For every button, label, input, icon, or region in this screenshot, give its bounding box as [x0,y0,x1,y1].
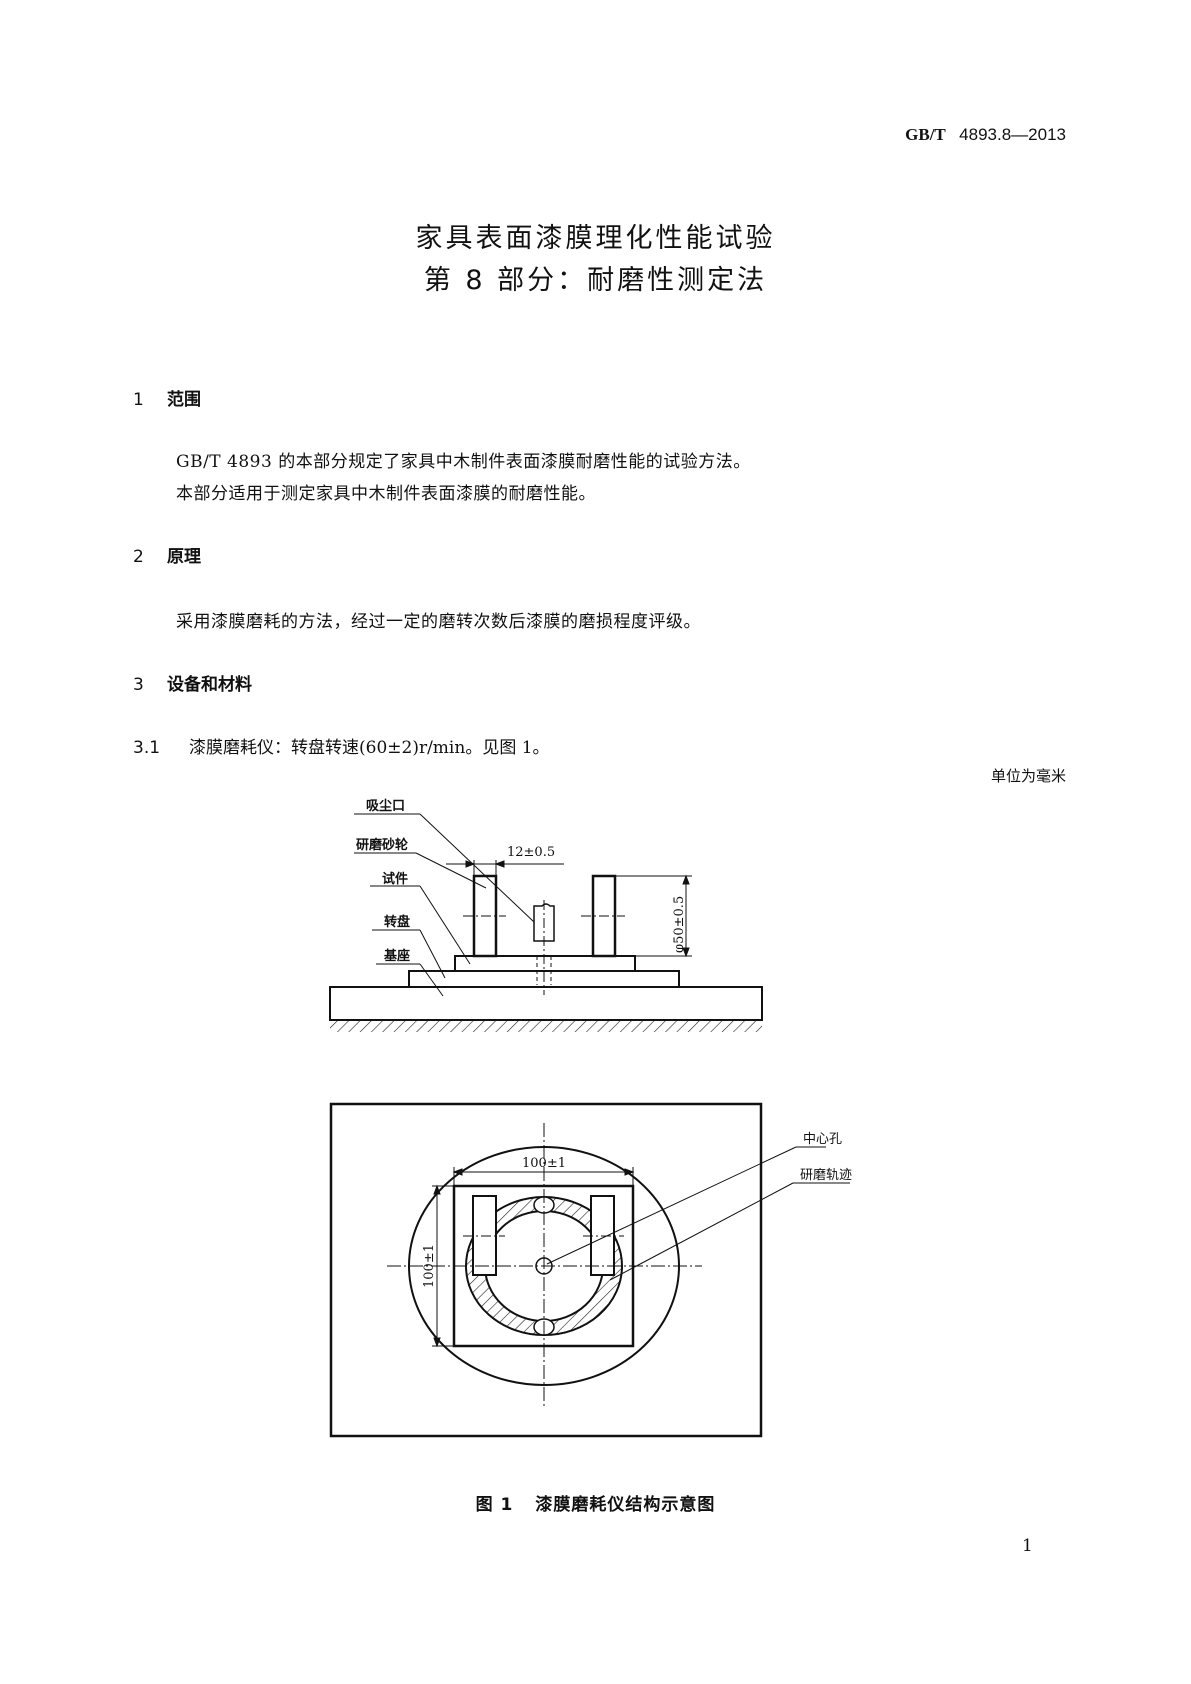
section-number: 2 [133,547,144,567]
label-suction-port: 吸尘口 [366,798,405,814]
label-center-hole: 中心孔 [803,1132,842,1147]
top-view [329,1102,850,1438]
section-heading-2: 2 原理 [133,542,201,567]
side-view [329,813,763,1032]
ground-hatch-icon [330,1020,762,1032]
document-title-line2: 第 8 部分：耐磨性测定法 [423,265,768,296]
dim-height: 100±1 [422,1244,437,1288]
section-title: 设备和材料 [167,675,252,695]
section-heading-1: 1 范围 [133,385,201,410]
figure-number: 图 1 [475,1495,514,1515]
section-number: 3 [133,675,144,695]
paragraph: 采用漆膜磨耗的方法，经过一定的磨转次数后漆膜的磨损程度评级。 [176,612,701,632]
clause-text: 漆膜磨耗仪：转盘转速(60±2)r/min。见图 1。 [189,738,550,758]
label-base: 基座 [383,948,410,964]
side-view-labels: 吸尘口 研磨砂轮 试件 转盘 基座 12±0.5 φ50±0.5 [356,798,687,964]
label-specimen: 试件 [382,871,408,887]
dim-width: 100±1 [522,1156,566,1171]
clause-3-1: 3.1 漆膜磨耗仪：转盘转速(60±2)r/min。见图 1。 [133,733,550,758]
top-view-labels: 100±1 100±1 中心孔 研磨轨迹 [422,1132,852,1288]
unit-note: 单位为毫米 [990,767,1066,785]
figure-caption-text: 漆膜磨耗仪结构示意图 [535,1495,716,1515]
section-title: 范围 [167,390,201,410]
section-title: 原理 [167,547,201,567]
dim-wheel-width: 12±0.5 [507,845,555,860]
label-turntable: 转盘 [384,914,410,930]
section-number: 1 [133,390,144,410]
paragraph: GB/T 4893 的本部分规定了家具中木制件表面漆膜耐磨性能的试验方法。 [176,452,751,472]
paragraph: 本部分适用于测定家具中木制件表面漆膜的耐磨性能。 [176,484,596,504]
dim-wheel-diameter: φ50±0.5 [672,896,687,953]
standard-code: GB/T 4893.8—2013 [905,125,1066,145]
figure-caption: 图 1 漆膜磨耗仪结构示意图 [0,1490,1191,1515]
section-heading-3: 3 设备和材料 [133,670,252,695]
document-title-line1: 家具表面漆膜理化性能试验 [415,223,776,254]
label-grinding-wheel: 研磨砂轮 [356,837,408,853]
page-number: 1 [1022,1536,1033,1556]
label-grinding-track: 研磨轨迹 [800,1168,852,1183]
standard-number: 4893.8—2013 [959,125,1066,144]
clause-number: 3.1 [133,738,161,758]
standard-prefix: GB/T [905,125,946,144]
